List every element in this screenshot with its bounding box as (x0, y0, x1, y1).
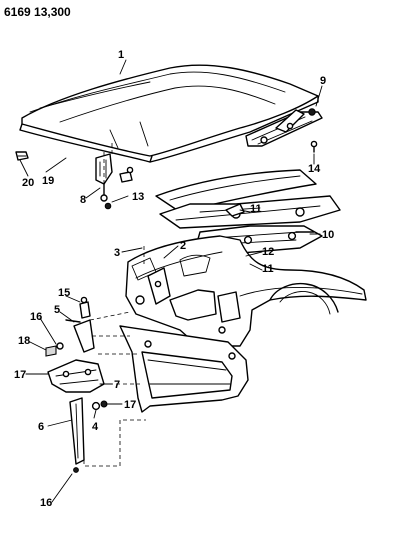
radiator-support (119, 325, 249, 413)
callout-16-bottom: 16 (40, 497, 52, 509)
callout-6: 6 (38, 421, 44, 433)
brace-rod (69, 397, 108, 473)
callout-15: 15 (58, 287, 70, 299)
callout-9: 9 (320, 75, 326, 87)
callout-7: 7 (114, 379, 120, 391)
callout-8: 8 (80, 194, 86, 206)
front-end-body (125, 235, 367, 347)
callout-20: 20 (22, 177, 34, 189)
support-bracket (47, 359, 105, 393)
hood-latch (95, 140, 134, 210)
hood-bumper (15, 151, 29, 161)
callout-2: 2 (180, 240, 186, 252)
callout-18: 18 (18, 335, 30, 347)
callout-16-top: 16 (30, 311, 42, 323)
callout-13: 13 (132, 191, 144, 203)
callout-labels: 1 9 20 19 8 13 14 11 10 3 2 12 11 15 5 1… (14, 49, 334, 509)
callout-10: 10 (322, 229, 334, 241)
callout-3: 3 (114, 247, 120, 259)
connector-lines (83, 150, 146, 467)
callout-1: 1 (118, 49, 124, 61)
hood-panel (19, 64, 319, 163)
callout-11-bottom: 11 (262, 263, 274, 275)
hood-hinge-bracket (45, 296, 95, 357)
callout-11-top: 11 (250, 203, 262, 215)
callout-17-left: 17 (14, 369, 26, 381)
leader-lines (19, 59, 323, 503)
diagram-code: 6169 13,300 (4, 5, 71, 19)
callout-12: 12 (262, 246, 274, 258)
callout-14: 14 (308, 163, 321, 175)
hood-hinge (245, 108, 323, 153)
callout-4: 4 (92, 421, 99, 433)
callout-5: 5 (54, 304, 60, 316)
callout-17-right: 17 (124, 399, 136, 411)
callout-19: 19 (42, 175, 54, 187)
